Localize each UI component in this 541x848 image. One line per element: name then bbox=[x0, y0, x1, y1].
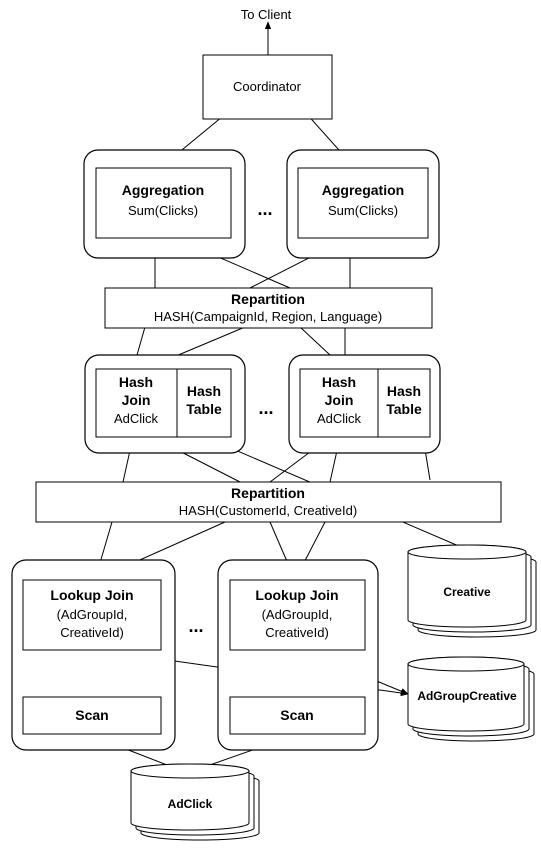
lookup-join-line2: (AdGroupId, bbox=[262, 607, 333, 622]
to-client-label: To Client bbox=[241, 7, 292, 22]
aggregation-sub: Sum(Clicks) bbox=[128, 203, 198, 218]
aggregation-title: Aggregation bbox=[122, 182, 204, 198]
lookup-join-node-1: Lookup Join (AdGroupId, CreativeId) Scan bbox=[11, 559, 176, 751]
hash-join-node-1: Hash Join AdClick Hash Table bbox=[84, 354, 246, 454]
lookup-join-line2: (AdGroupId, bbox=[57, 607, 128, 622]
hash-table-line1: Hash bbox=[187, 383, 221, 399]
lookup-join-node-2: Lookup Join (AdGroupId, CreativeId) Scan bbox=[217, 559, 379, 751]
repartition-hash: HASH(CampaignId, Region, Language) bbox=[154, 309, 382, 324]
hash-join-line2: Join bbox=[122, 392, 151, 408]
aggregation-node-2: Aggregation Sum(Clicks) bbox=[286, 149, 440, 259]
repartition-title: Repartition bbox=[231, 291, 305, 307]
aggregation-title: Aggregation bbox=[322, 182, 404, 198]
hash-join-line1: Hash bbox=[322, 374, 356, 390]
ellipsis-agg: ... bbox=[257, 199, 272, 219]
coordinator-node: Coordinator bbox=[202, 54, 333, 120]
lookup-join-line3: CreativeId) bbox=[265, 625, 329, 640]
repartition-node-1: Repartition HASH(CampaignId, Region, Lan… bbox=[104, 287, 433, 329]
hash-join-line3: AdClick bbox=[114, 411, 159, 426]
hash-join-line3: AdClick bbox=[317, 411, 362, 426]
hash-table-line1: Hash bbox=[387, 383, 421, 399]
hash-join-line2: Join bbox=[325, 392, 354, 408]
adgroupcreative-label: AdGroupCreative bbox=[417, 689, 517, 703]
hash-join-node-2: Hash Join AdClick Hash Table bbox=[288, 354, 441, 454]
table-adclick: AdClick bbox=[130, 763, 260, 841]
creative-label: Creative bbox=[443, 585, 491, 599]
scan-label: Scan bbox=[280, 707, 313, 723]
scan-label: Scan bbox=[75, 707, 108, 723]
hash-table-line2: Table bbox=[386, 401, 422, 417]
hash-join-line1: Hash bbox=[119, 374, 153, 390]
repartition-title: Repartition bbox=[231, 485, 305, 501]
lookup-join-title: Lookup Join bbox=[50, 587, 133, 603]
table-creative: Creative bbox=[407, 544, 537, 638]
repartition-hash: HASH(CustomerId, CreativeId) bbox=[179, 503, 357, 518]
aggregation-sub: Sum(Clicks) bbox=[328, 203, 398, 218]
table-adgroupcreative: AdGroupCreative bbox=[407, 656, 535, 742]
aggregation-node-1: Aggregation Sum(Clicks) bbox=[83, 149, 246, 259]
lookup-join-line3: CreativeId) bbox=[60, 625, 124, 640]
repartition-node-2: Repartition HASH(CustomerId, CreativeId) bbox=[35, 481, 502, 523]
hash-table-line2: Table bbox=[186, 401, 222, 417]
coordinator-label: Coordinator bbox=[233, 79, 302, 94]
ellipsis-lookup-join: ... bbox=[188, 616, 203, 636]
adclick-label: AdClick bbox=[168, 797, 213, 811]
lookup-join-title: Lookup Join bbox=[255, 587, 338, 603]
ellipsis-hash-join: ... bbox=[258, 398, 273, 418]
